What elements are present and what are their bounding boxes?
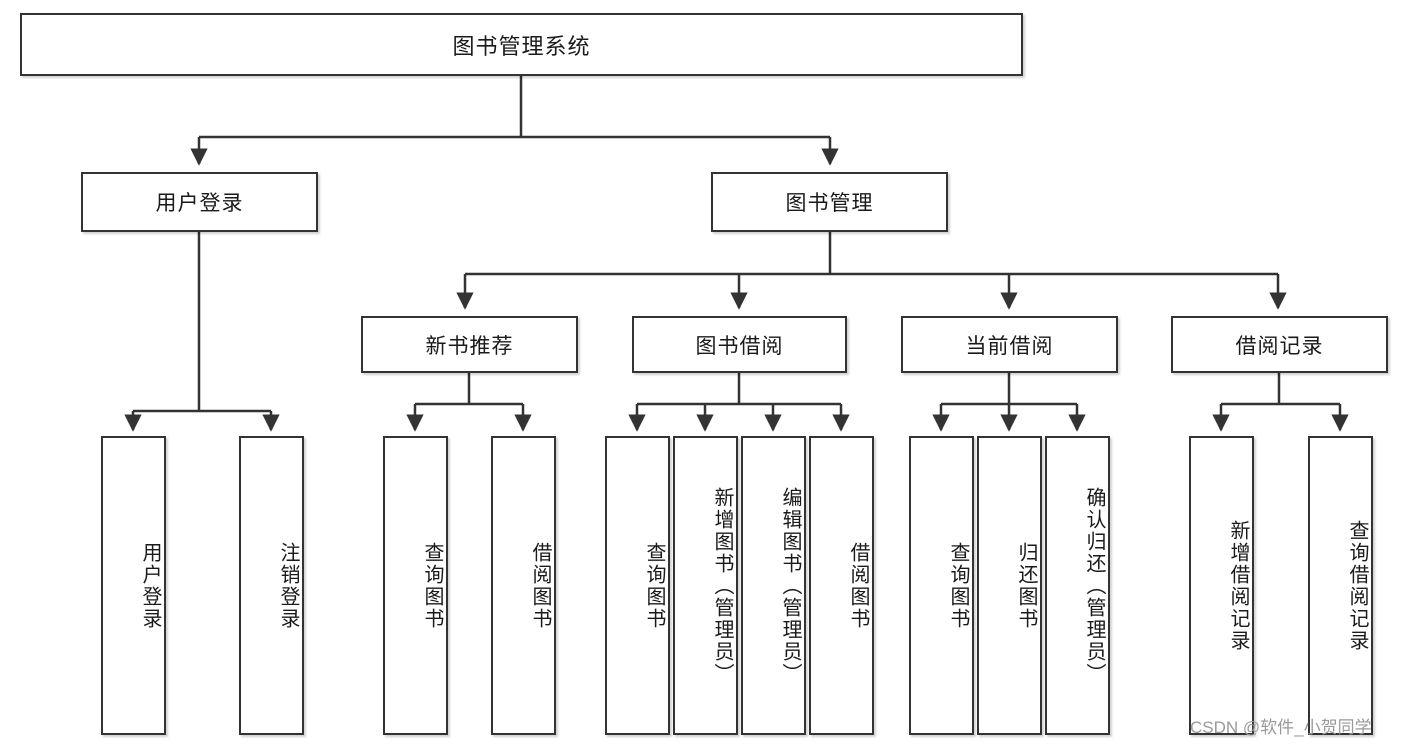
- node-leaf-return-book-label: 归还图书: [1015, 541, 1037, 630]
- node-root[interactable]: 图书管理系统: [20, 13, 1023, 76]
- node-current-borrow-label: 当前借阅: [965, 334, 1054, 358]
- node-leaf-edit-book-label: 编辑图书（管理员）: [779, 486, 801, 685]
- node-current-borrow[interactable]: 当前借阅: [901, 316, 1118, 373]
- node-borrow-record-label: 借阅记录: [1235, 334, 1324, 358]
- node-leaf-borrow-book-1-label: 借阅图书: [529, 541, 551, 630]
- node-user-login-label: 用户登录: [155, 192, 244, 215]
- node-user-login[interactable]: 用户登录: [81, 172, 318, 232]
- node-new-book-recommend-label: 新书推荐: [425, 334, 514, 358]
- node-book-management-label: 图书管理: [785, 192, 874, 215]
- node-leaf-confirm-return-label: 确认归还（管理员）: [1083, 486, 1105, 685]
- node-leaf-add-record-label: 新增借阅记录: [1227, 519, 1249, 652]
- node-leaf-borrow-book-2-label: 借阅图书: [847, 541, 869, 630]
- node-borrow-record[interactable]: 借阅记录: [1171, 316, 1388, 373]
- node-leaf-add-record[interactable]: 新增借阅记录: [1189, 436, 1254, 735]
- node-root-label: 图书管理系统: [452, 33, 591, 59]
- node-leaf-edit-book[interactable]: 编辑图书（管理员）: [741, 436, 806, 735]
- node-leaf-query-book-1-label: 查询图书: [421, 541, 443, 630]
- node-leaf-query-record-label: 查询借阅记录: [1346, 519, 1368, 652]
- node-leaf-query-book-1[interactable]: 查询图书: [383, 436, 448, 735]
- node-book-borrow-label: 图书借阅: [695, 334, 784, 358]
- node-leaf-return-book[interactable]: 归还图书: [977, 436, 1042, 735]
- node-book-management[interactable]: 图书管理: [711, 172, 948, 232]
- node-book-borrow[interactable]: 图书借阅: [632, 316, 847, 373]
- node-leaf-query-record[interactable]: 查询借阅记录: [1308, 436, 1373, 735]
- node-leaf-borrow-book-2[interactable]: 借阅图书: [809, 436, 874, 735]
- node-leaf-query-book-2[interactable]: 查询图书: [605, 436, 670, 735]
- node-leaf-user-login-label: 用户登录: [139, 541, 161, 630]
- node-leaf-user-login[interactable]: 用户登录: [101, 436, 166, 735]
- node-leaf-add-book-label: 新增图书（管理员）: [711, 486, 733, 685]
- csdn-watermark: CSDN @软件_小贺同学: [1190, 718, 1372, 737]
- node-leaf-borrow-book-1[interactable]: 借阅图书: [491, 436, 556, 735]
- node-new-book-recommend[interactable]: 新书推荐: [361, 316, 578, 373]
- node-leaf-add-book[interactable]: 新增图书（管理员）: [673, 436, 738, 735]
- node-leaf-query-book-2-label: 查询图书: [643, 541, 665, 630]
- node-leaf-query-book-3-label: 查询图书: [947, 541, 969, 630]
- node-leaf-logout-label: 注销登录: [277, 541, 299, 630]
- node-leaf-confirm-return[interactable]: 确认归还（管理员）: [1045, 436, 1110, 735]
- node-leaf-logout[interactable]: 注销登录: [239, 436, 304, 735]
- node-leaf-query-book-3[interactable]: 查询图书: [909, 436, 974, 735]
